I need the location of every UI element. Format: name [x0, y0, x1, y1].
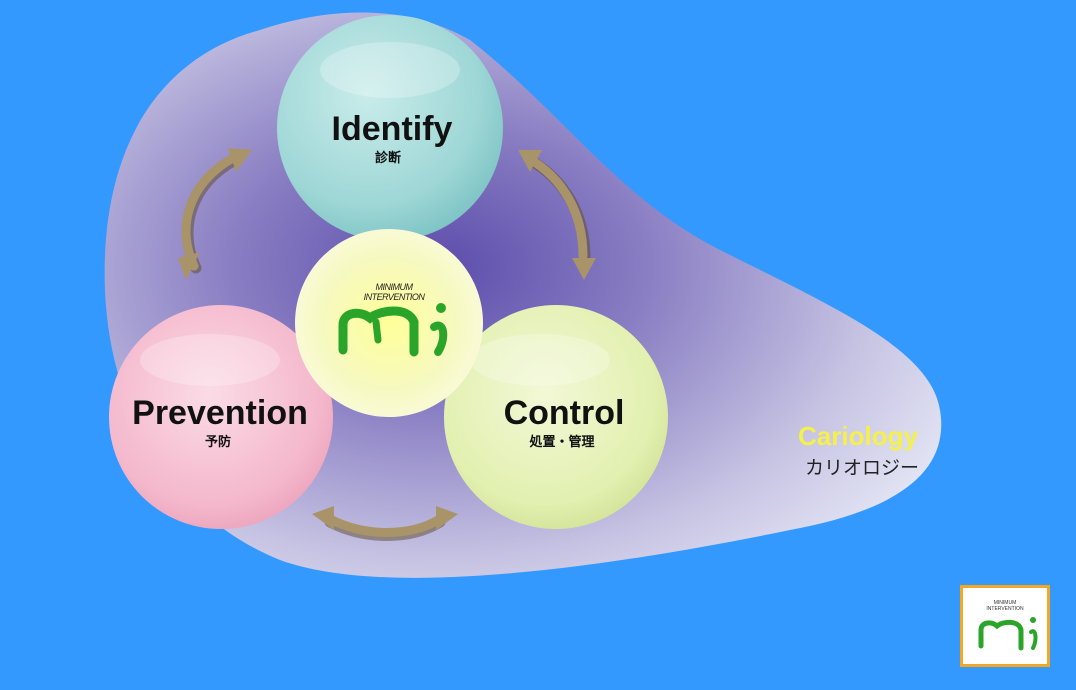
corner-mi-mark-icon [978, 617, 1038, 651]
arrow-control-prevention [312, 506, 458, 541]
identify-node: Identify 診断 [277, 15, 503, 241]
identify-title: Identify [332, 110, 453, 148]
center-mi-logo: MINIMUM INTERVENTION [295, 229, 483, 417]
cariology-title: Cariology [798, 421, 918, 451]
prevention-title: Prevention [132, 394, 308, 432]
prevention-node: Prevention 予防 [109, 305, 333, 529]
center-logo-line2: INTERVENTION [364, 292, 426, 302]
arrow-identify-control [518, 150, 596, 280]
corner-logo-line1: MINIMUM [994, 600, 1017, 606]
control-subtitle: 処置・管理 [528, 434, 594, 450]
control-title: Control [504, 394, 625, 432]
control-node: Control 処置・管理 [444, 305, 668, 529]
mi-mark-icon [338, 303, 448, 357]
prevention-subtitle: 予防 [205, 434, 231, 450]
cariology-subtitle: カリオロジー [805, 457, 919, 479]
corner-logo-line2: INTERVENTION [986, 606, 1024, 612]
corner-mi-logo: MINIMUM INTERVENTION [960, 585, 1050, 667]
identify-subtitle: 診断 [375, 150, 401, 166]
arrow-prevention-identify [178, 148, 252, 280]
center-logo-line1: MINIMUM [376, 282, 414, 292]
